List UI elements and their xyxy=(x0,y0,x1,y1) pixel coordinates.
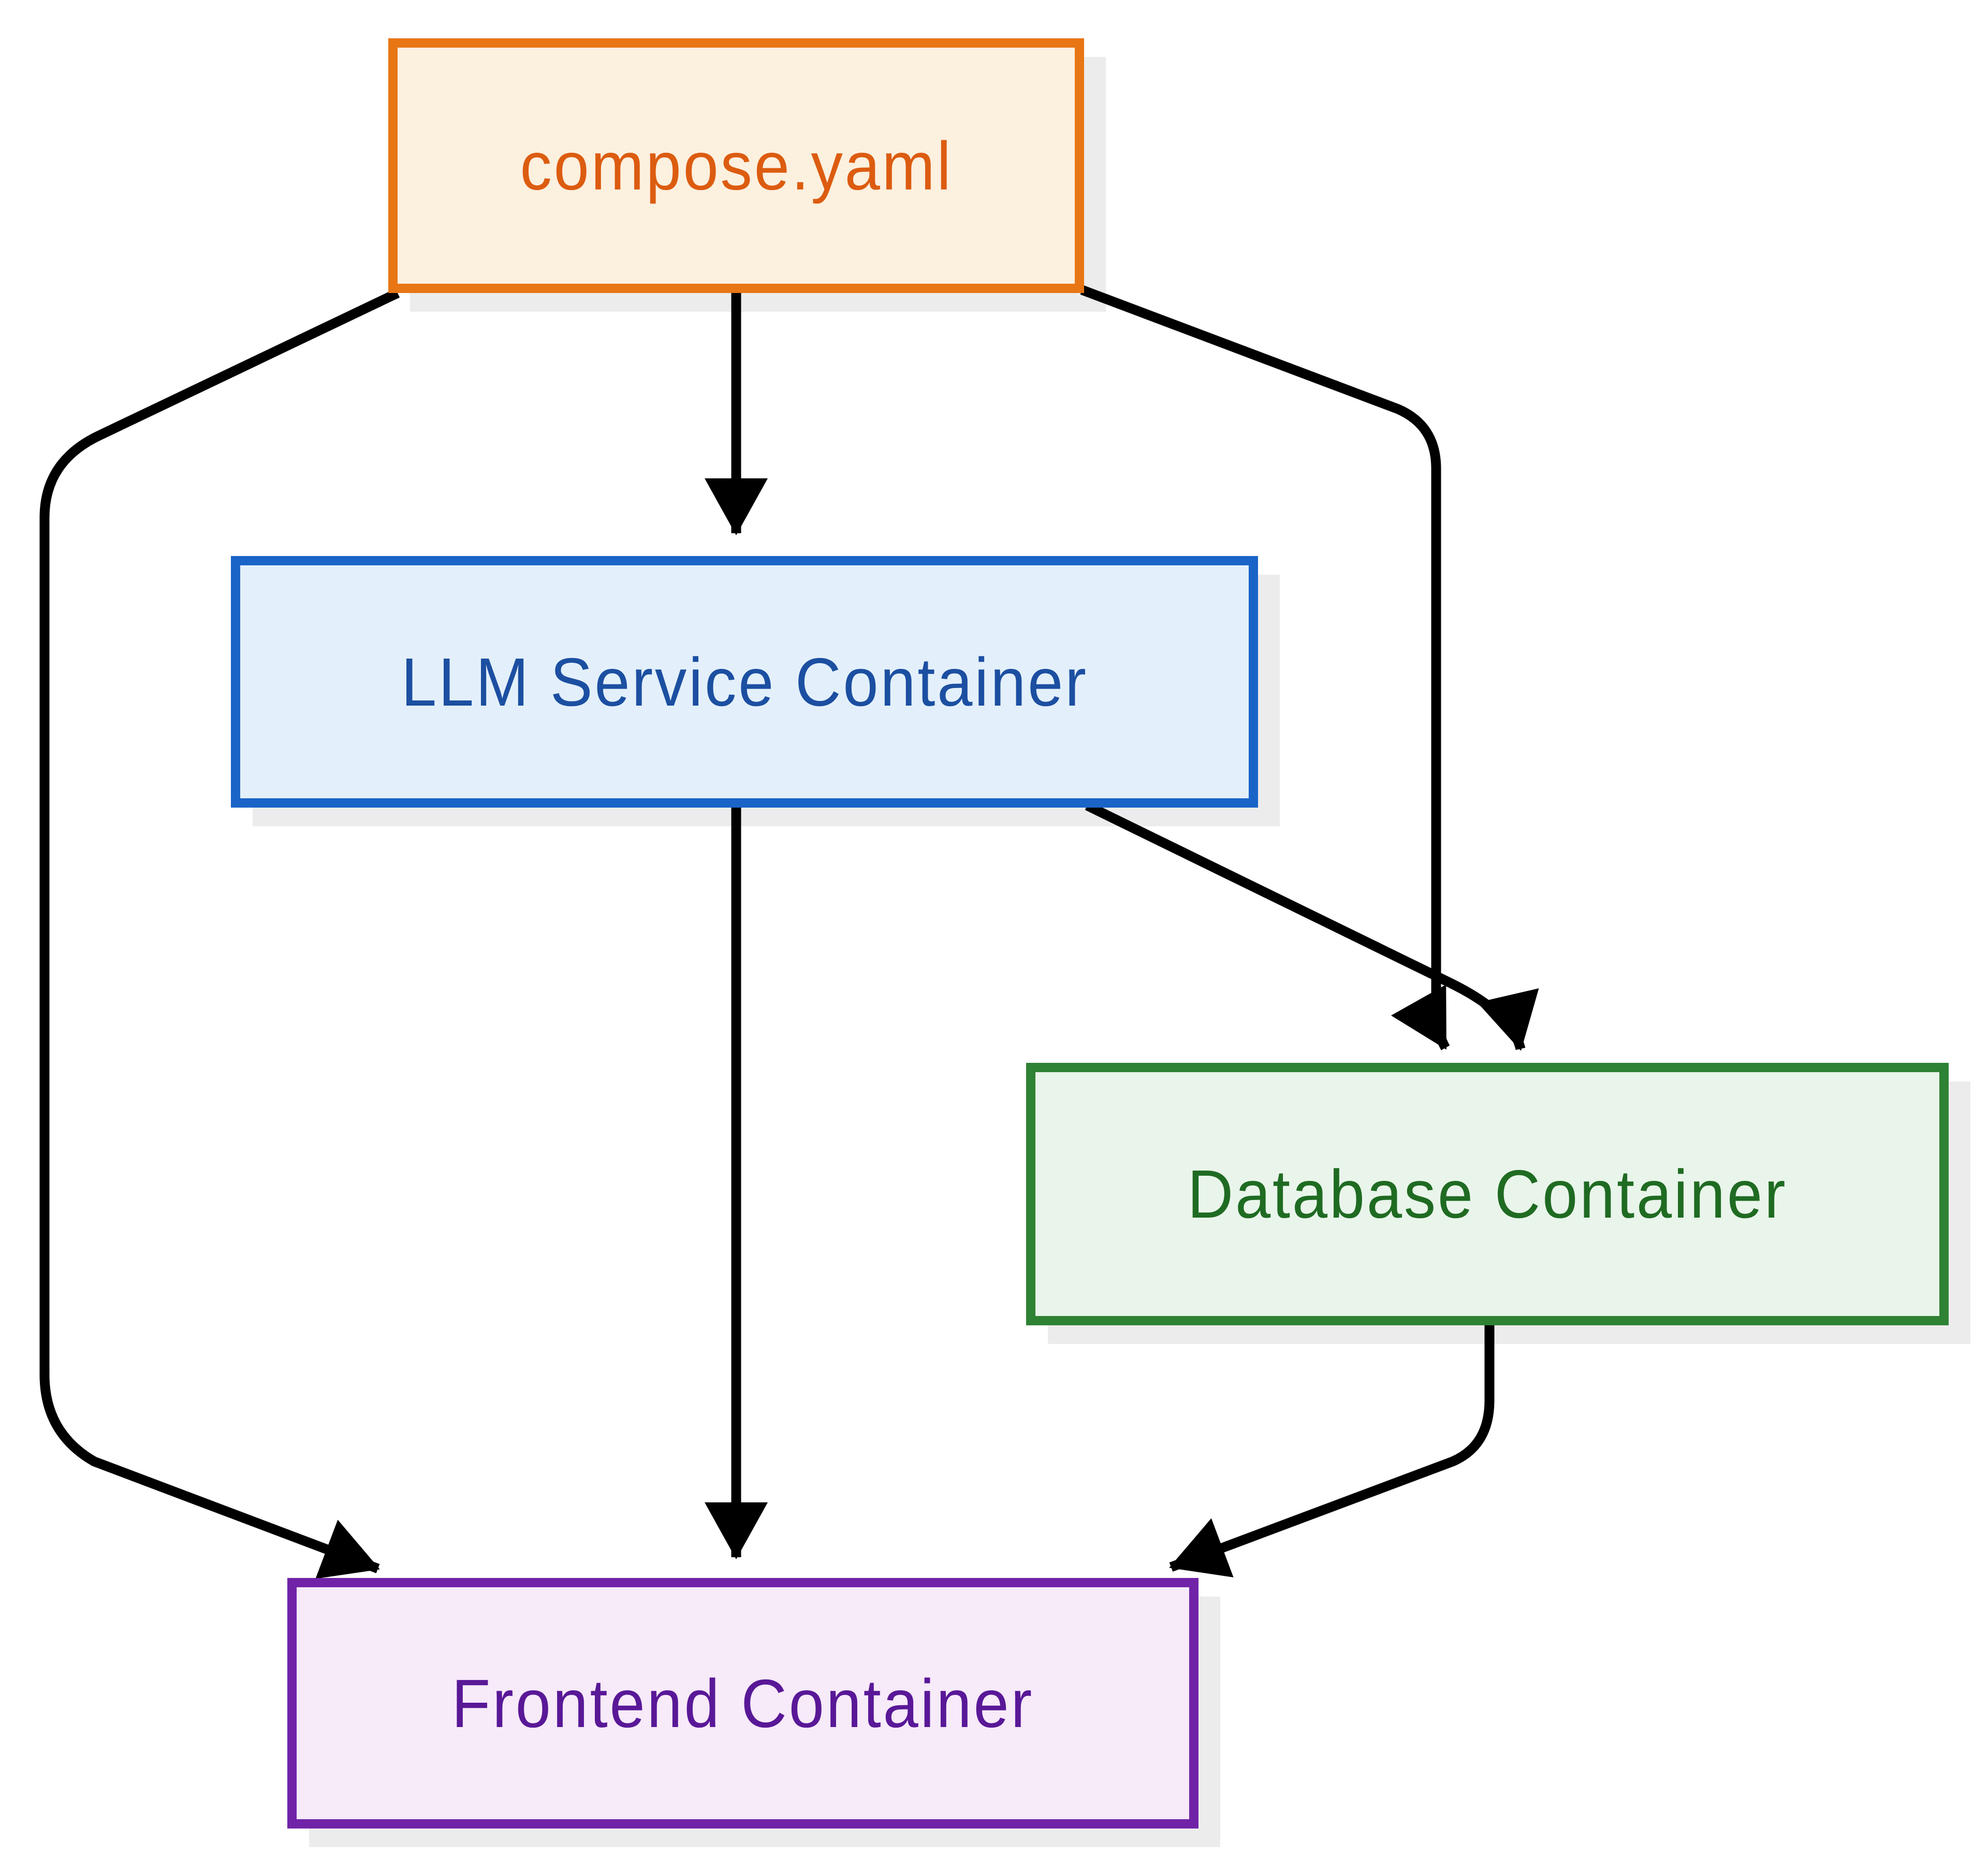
compose-yaml-label: compose.yaml xyxy=(519,127,953,204)
database-container-label: Database Container xyxy=(1187,1156,1788,1232)
database-container-node: Database Container xyxy=(1026,1063,1949,1325)
edge-llm-to-database xyxy=(1085,801,1539,1051)
llm-service-container-node: LLM Service Container xyxy=(231,556,1258,808)
compose-yaml-node: compose.yaml xyxy=(388,38,1084,293)
frontend-container-label: Frontend Container xyxy=(451,1665,1034,1742)
frontend-container-node: Frontend Container xyxy=(287,1578,1198,1829)
edge-database-to-frontend xyxy=(1169,1323,1495,1577)
llm-service-container-label: LLM Service Container xyxy=(401,644,1088,720)
edge-compose-to-database xyxy=(1080,285,1450,1050)
edge-compose-to-frontend xyxy=(39,288,400,1579)
